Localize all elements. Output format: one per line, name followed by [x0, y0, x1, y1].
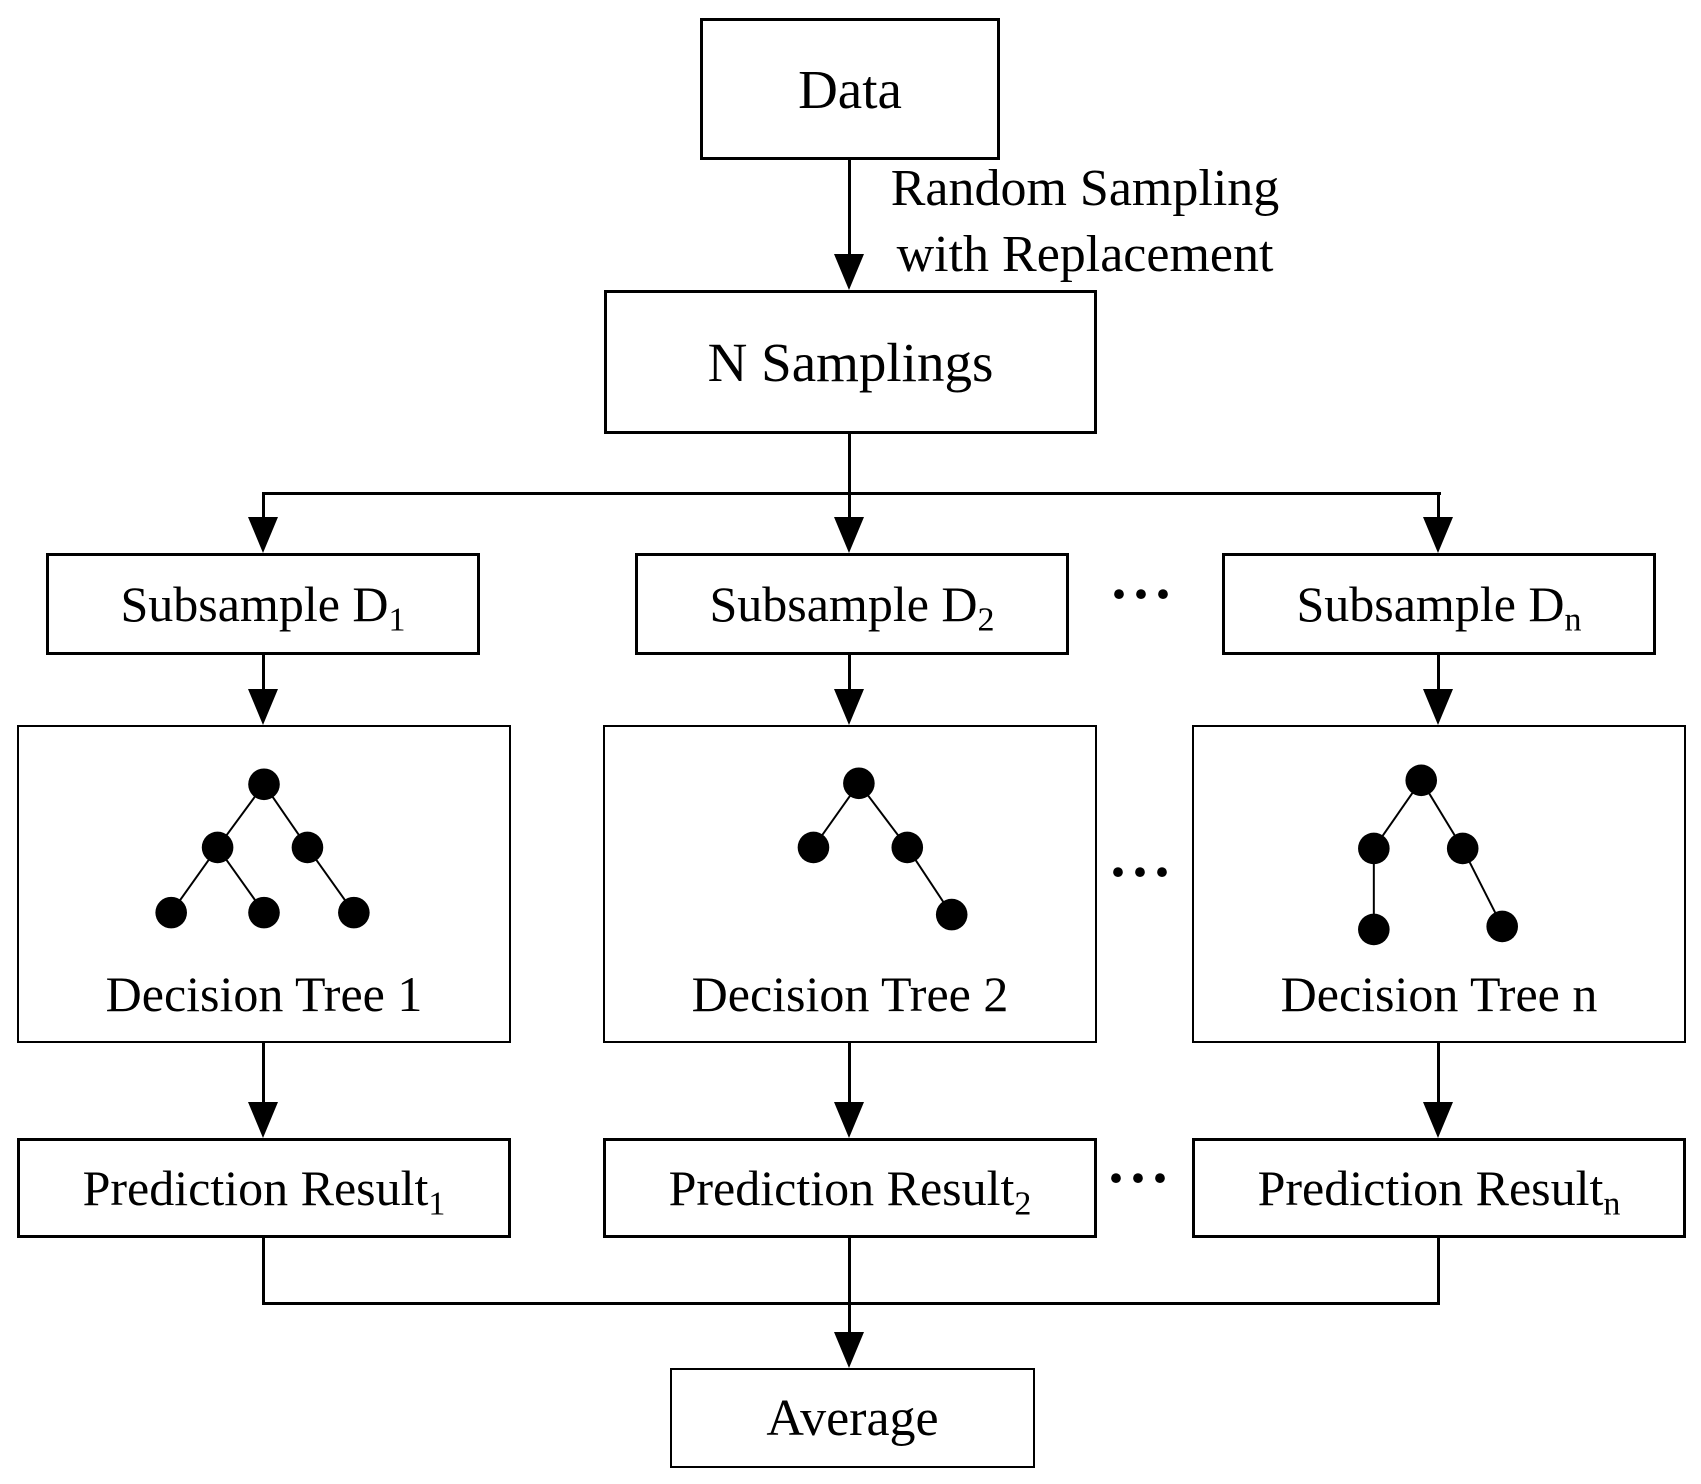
decision-tree-label-2: Decision Tree 2	[691, 966, 1009, 1022]
prediction-result-node-1: Prediction Result1	[17, 1138, 511, 1238]
decision-tree-node-1: Decision Tree 1	[17, 725, 511, 1043]
connector-tree-to-result-1	[262, 1043, 265, 1104]
connector-result-2-to-collector	[848, 1238, 851, 1305]
subsample-node-2: Subsample D2	[635, 553, 1069, 655]
connector-tree-to-result-2	[848, 1043, 851, 1104]
decision-tree-label-1: Decision Tree 1	[105, 966, 423, 1022]
arrowhead-result-2	[834, 1102, 864, 1138]
connector-branch-to-subsample-1	[262, 492, 265, 521]
prediction-result-label-2: Prediction Result2	[668, 1160, 1032, 1223]
prediction-result-node-n: Prediction Resultn	[1192, 1138, 1686, 1238]
sampling-annotation-line1: Random Sampling	[890, 160, 1280, 217]
connector-subsample-to-tree-2	[848, 655, 851, 693]
connector-collector-to-average	[848, 1302, 851, 1334]
prediction-result-node-2: Prediction Result2	[603, 1138, 1097, 1238]
ellipsis-prediction-row: ···	[1105, 1145, 1173, 1212]
arrowhead-subsample-2	[834, 517, 864, 553]
connector-result-n-to-collector	[1437, 1238, 1440, 1305]
average-label: Average	[766, 1389, 939, 1447]
n-samplings-label: N Samplings	[707, 331, 994, 393]
average-node: Average	[670, 1368, 1035, 1468]
connector-nsamplings-to-branch	[848, 434, 851, 495]
collector-bar	[262, 1302, 1440, 1305]
sampling-annotation: Random Sampling with Replacement	[880, 156, 1290, 288]
subsample-label-n: Subsample Dn	[1296, 576, 1582, 639]
decision-tree-2-glyph	[797, 767, 968, 931]
arrowhead-tree-2	[834, 689, 864, 725]
arrowhead-data-to-nsamplings	[834, 254, 864, 290]
arrowhead-tree-n	[1423, 689, 1453, 725]
decision-tree-node-n: Decision Tree n	[1192, 725, 1686, 1043]
subsample-label-1: Subsample D1	[120, 576, 406, 639]
decision-tree-node-2: Decision Tree 2	[603, 725, 1097, 1043]
data-node: Data	[700, 18, 1000, 160]
branch-bar-top	[262, 492, 1441, 495]
sampling-annotation-line2: with Replacement	[896, 226, 1274, 283]
connector-data-to-nsamplings	[848, 160, 851, 256]
connector-result-1-to-collector	[262, 1238, 265, 1305]
connector-subsample-to-tree-n	[1437, 655, 1440, 693]
decision-tree-label-n: Decision Tree n	[1280, 966, 1598, 1022]
decision-tree-n-glyph	[1358, 764, 1518, 946]
decision-tree-1-glyph	[155, 768, 370, 929]
prediction-result-label-n: Prediction Resultn	[1257, 1160, 1621, 1223]
arrowhead-average	[834, 1332, 864, 1368]
subsample-label-2: Subsample D2	[709, 576, 995, 639]
connector-tree-to-result-n	[1437, 1043, 1440, 1104]
arrowhead-tree-1	[248, 689, 278, 725]
data-node-label: Data	[798, 58, 902, 120]
connector-branch-to-subsample-n	[1437, 492, 1440, 521]
arrowhead-result-1	[248, 1102, 278, 1138]
arrowhead-result-n	[1423, 1102, 1453, 1138]
connector-branch-to-subsample-2	[848, 492, 851, 521]
arrowhead-subsample-n	[1423, 517, 1453, 553]
prediction-result-label-1: Prediction Result1	[82, 1160, 446, 1223]
connector-subsample-to-tree-1	[262, 655, 265, 693]
n-samplings-node: N Samplings	[604, 290, 1097, 434]
subsample-node-1: Subsample D1	[46, 553, 480, 655]
arrowhead-subsample-1	[248, 517, 278, 553]
subsample-node-n: Subsample Dn	[1222, 553, 1656, 655]
ellipsis-subsample-row: ···	[1108, 561, 1176, 628]
ellipsis-tree-row: ···	[1107, 839, 1175, 906]
